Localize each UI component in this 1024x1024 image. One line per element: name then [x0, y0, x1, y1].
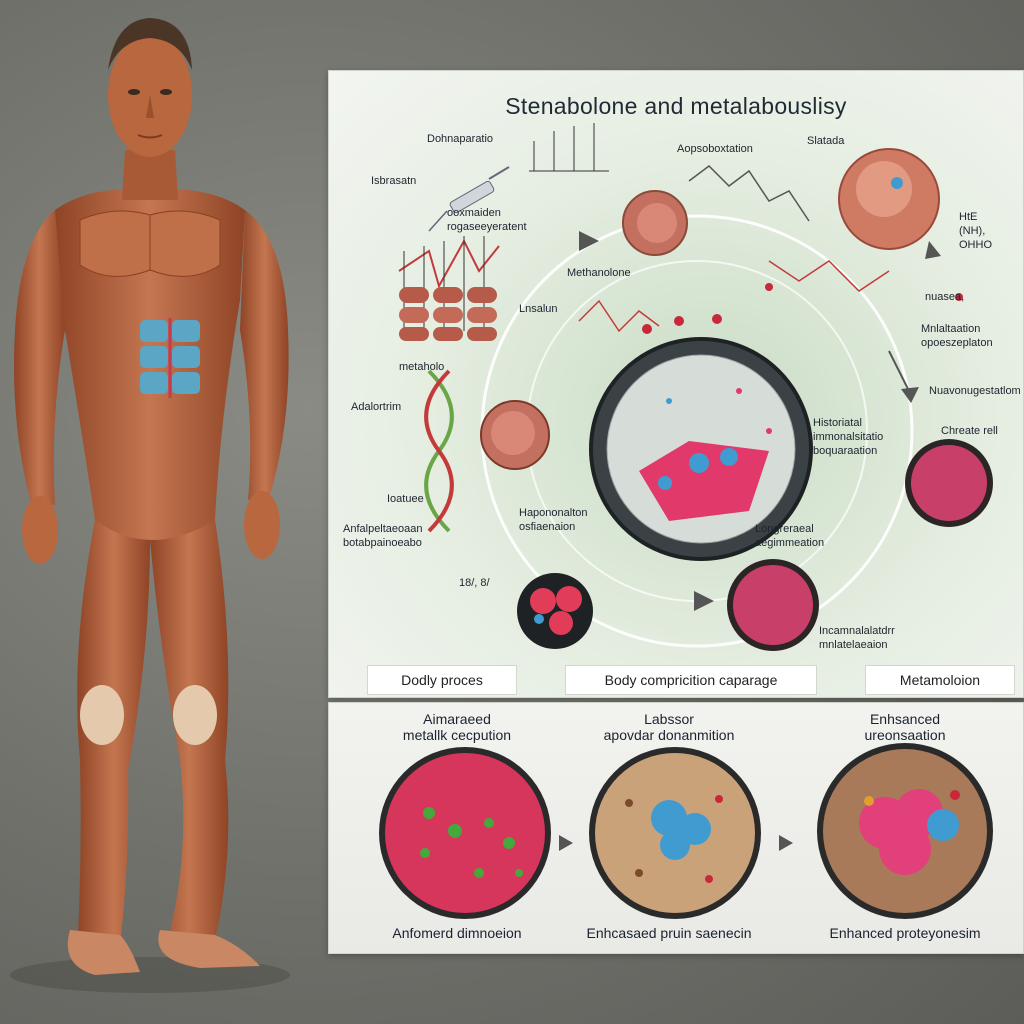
syringe-icon — [428, 166, 510, 232]
label-methanolone: Methanolone — [567, 267, 631, 279]
central-cell-dish — [589, 337, 813, 561]
stage-1-title: Aimaraeed metallk cecpution — [402, 711, 512, 744]
muscular-human-figure — [10, 18, 290, 993]
metabolism-diagram-panel: Stenabolone and metalabouslisy — [328, 70, 1024, 698]
label-ratio: 18/, 8/ — [459, 577, 490, 589]
pill-metamoloion: Metamoloion — [865, 665, 1015, 695]
stage-2-caption: Enhcasaed pruin saenecin — [586, 925, 752, 941]
label-longreraeal: Longreraeal aegimmeation — [755, 523, 825, 549]
label-slatada: Slatada — [807, 135, 845, 147]
label-chreate-rell: Chreate rell — [941, 425, 998, 437]
abdominal-highlight — [140, 318, 200, 398]
process-stages-panel: Aimaraeed metallk cecpution Labssor apov… — [328, 702, 1024, 954]
stage-3-cell — [817, 743, 993, 919]
label-isbrasatn: Isbrasatn — [371, 175, 417, 187]
label-aopsoboxtation: Aopsoboxtation — [677, 143, 753, 155]
pill-dodly-proces: Dodly proces — [367, 665, 517, 695]
dna-helix — [424, 369, 454, 533]
label-anfalpeltaeoaan: Anfalpeltaeoaan botabpainoeabo — [343, 523, 423, 549]
stage-1-cell — [379, 747, 551, 919]
label-mnlaltaation: Mnlaltaation opoeszeplaton — [921, 323, 993, 349]
label-nuavonugestatlom: Nuavonugestatlom — [929, 385, 1021, 397]
label-historiatal: Historiatal immonalsitatio boquaraation — [813, 417, 884, 457]
label-dohnaparatio: Dohnaparatio — [427, 133, 494, 145]
label-adalortrim: Adalortrim — [351, 401, 402, 413]
diagram-title: Stenabolone and metalabouslisy — [505, 93, 847, 119]
label-nuasea: nuasea, — [925, 291, 965, 303]
stage-2-cell — [589, 747, 761, 919]
label-ioatuee: Ioatuee — [387, 493, 424, 505]
label-hapononalton: Hapononalton osfiaenaion — [519, 507, 588, 533]
stage-2-title: Labssor apovdar donanmition — [603, 711, 735, 744]
arrow-1-icon — [559, 835, 573, 851]
stage-1-caption: Anfomerd dimnoeion — [392, 925, 522, 941]
stage-3-caption: Enhanced proteyonesim — [829, 925, 981, 941]
stage-3-title: Enhsanced ureonsaation — [864, 711, 946, 744]
label-hte: HtE (NH), OHHO — [959, 211, 992, 251]
pill-body-compricition: Body compricition caparage — [565, 665, 817, 695]
stage-graphics — [379, 743, 993, 919]
diagram-graphics — [398, 123, 993, 651]
label-lnsalun: Lnsalun — [519, 303, 558, 315]
label-metaholo: metaholo — [399, 361, 445, 373]
muscle-tissue-stack — [399, 287, 497, 341]
label-ooxmaiden: ooxmaiden rogaseeyeratent — [447, 207, 527, 233]
arrow-2-icon — [779, 835, 793, 851]
label-incamnalalatdrr: Incamnalalatdrr mnlatelaeaion — [819, 625, 895, 651]
